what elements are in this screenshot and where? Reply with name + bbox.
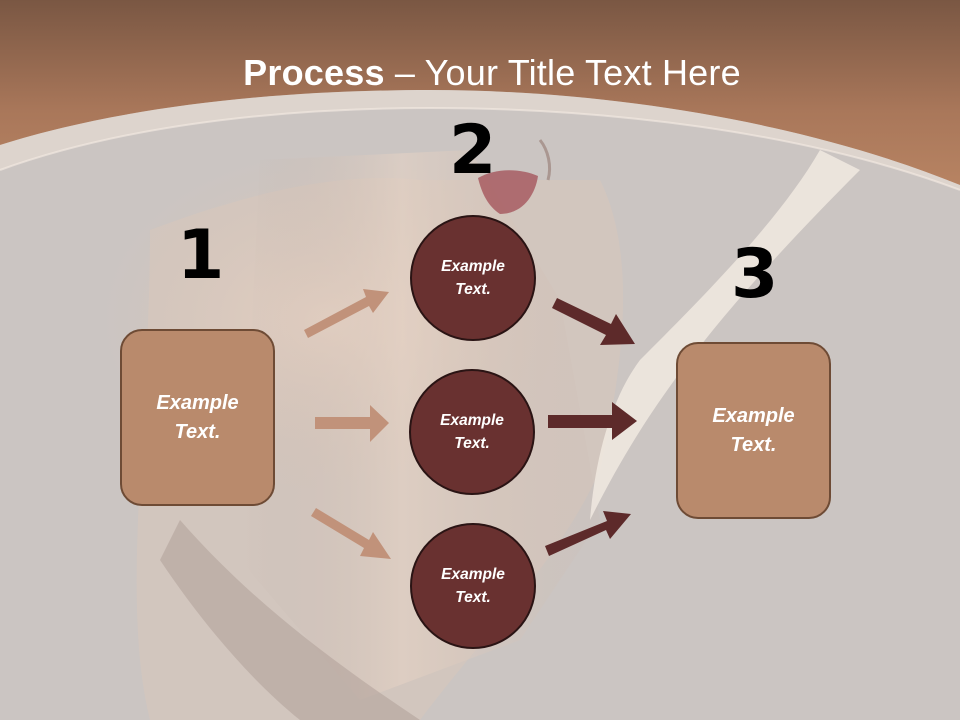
arrow-left-middle xyxy=(315,405,389,442)
circle-middle-line-2: Text. xyxy=(454,435,490,452)
circle-middle-line-1: Example xyxy=(440,411,504,429)
step-number-3: 3 xyxy=(731,235,779,314)
circle-bottom-line-1: Example xyxy=(441,565,505,583)
right-box-line-1: Example xyxy=(712,404,795,427)
arrow-right-middle xyxy=(548,402,637,440)
title-bold: Process xyxy=(243,52,385,93)
arrow-left-up xyxy=(304,289,389,338)
circle-bottom-line-2: Text. xyxy=(455,589,491,606)
slide-title: Process – Your Title Text Here xyxy=(0,52,960,94)
arrow-right-down xyxy=(552,298,635,345)
left-box-line-1: Example xyxy=(156,391,239,414)
title-rest: – Your Title Text Here xyxy=(384,52,741,93)
step-number-2: 2 xyxy=(449,111,497,190)
circle-top-line-1: Example xyxy=(441,257,505,275)
right-box-line-2: Text. xyxy=(730,433,777,456)
circle-top-line-2: Text. xyxy=(455,281,491,298)
left-box-line-2: Text. xyxy=(174,420,221,443)
step-number-1: 1 xyxy=(177,216,225,295)
arrow-right-up xyxy=(545,511,631,556)
arrow-left-down xyxy=(311,508,391,559)
